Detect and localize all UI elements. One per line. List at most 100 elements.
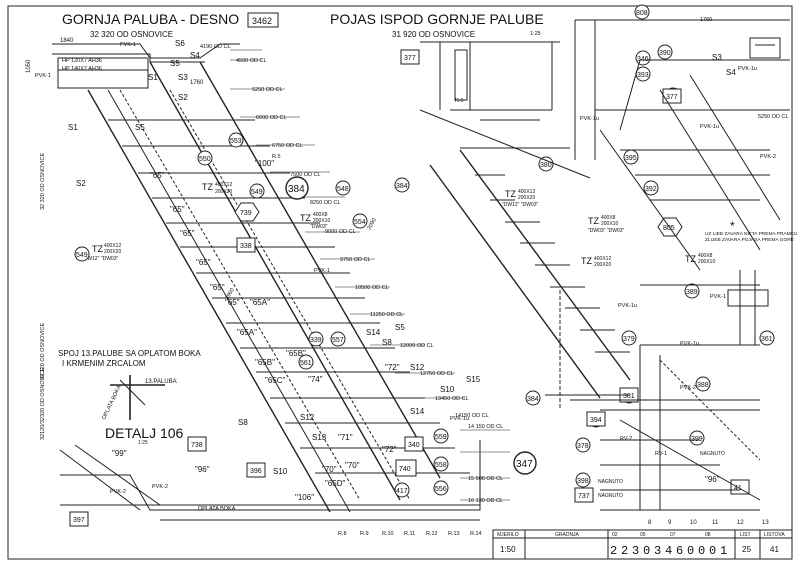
circle-tag: 383 [0, 0, 12, 2]
frame-label: "72" [385, 363, 400, 372]
svg-text:388: 388 [697, 382, 709, 389]
svg-text:200X10: 200X10 [601, 221, 618, 227]
section-mark: S1 [68, 123, 78, 132]
frame-label: "65D" [325, 479, 346, 488]
svg-text:553: 553 [230, 138, 242, 145]
svg-text:400X8: 400X8 [313, 212, 328, 218]
title-block [492, 529, 793, 560]
center-structure [419, 41, 631, 410]
svg-text:TZ: TZ [685, 254, 696, 264]
frame-label: "65" [196, 258, 211, 267]
svg-text:554: 554 [354, 219, 366, 226]
level-label: 7500 OD CL [290, 172, 321, 178]
vertical-label-1: 32 320 OD OSNOVICE [40, 153, 46, 210]
code-digits: 2 2 3 0 3 4 6 0 0 0 1 [610, 544, 727, 558]
frame-label: "96" [195, 465, 210, 474]
left-subtitle: 32 320 OD OSNOVICE [90, 30, 173, 39]
svg-text:200X20: 200X20 [104, 249, 121, 255]
naguto-label: NAGNUTO [598, 493, 623, 499]
frame-label: "99" [112, 449, 127, 458]
circle-tag: 380 [538, 156, 554, 172]
svg-text:417: 417 [396, 488, 408, 495]
circle-tag: 392 [643, 180, 659, 196]
hex-tag-805: 805 [657, 217, 683, 237]
boxed-tag: 738 [187, 436, 207, 452]
center-title: POJAS ISPOD GORNJE PALUBE [330, 11, 544, 27]
axis-number: 8 [648, 520, 652, 526]
code-header: 07 [670, 532, 676, 538]
circle-tag: 549 [74, 246, 90, 262]
detail-title: DETALJ 106 [105, 425, 184, 441]
center-subtitle: 31 920 OD OSNOVICE [392, 30, 475, 39]
level-labels: 4190 OD CL 4500 OD CL 5250 OD CL 6000 OD… [200, 44, 503, 504]
pvk-label: PVK-1u [450, 416, 469, 422]
pvk-label: PVK-1 [120, 42, 136, 48]
naguto-label: NAGNUTO [598, 479, 623, 485]
frame-label: "65" [170, 205, 185, 214]
frame-label: "65" [180, 229, 195, 238]
detail-paluba-label: 13.PALUBA [145, 379, 177, 385]
vertical-label-2: 32120/32320 OD OSNOVICE [40, 367, 46, 440]
svg-text:557: 557 [332, 337, 344, 344]
section-mark: S12 [300, 413, 315, 422]
frame-label: "74" [308, 375, 323, 384]
svg-text:390: 390 [659, 50, 671, 57]
svg-text:200X20: 200X20 [594, 262, 611, 268]
svg-text:377: 377 [404, 55, 416, 62]
section-mark: S13 [312, 433, 327, 442]
svg-text:"DW12" "DW03": "DW12" "DW03" [502, 202, 538, 208]
right-lower-structure [570, 344, 761, 511]
section-mark: S5 [395, 323, 405, 332]
svg-text:394: 394 [590, 417, 602, 424]
svg-text:400X8: 400X8 [698, 253, 713, 259]
naguto-labels: NAGNUTO NAGNUTO NAGNUTO [598, 451, 725, 499]
vertical-label-3: 32 120 OD OSNOVICE [40, 323, 46, 380]
code-digit: 0 [643, 544, 650, 558]
section-mark: S6 [175, 39, 185, 48]
svg-text:556: 556 [435, 486, 447, 493]
circle-tag: 550 [197, 150, 213, 166]
svg-text:808: 808 [636, 10, 648, 17]
level-label: 5250 OD CL [252, 87, 283, 93]
right-upper-structure [574, 19, 790, 345]
svg-text:361: 361 [761, 336, 773, 343]
right-level: 5250 OD CL [758, 114, 789, 120]
circle-tag: 395 [623, 149, 639, 165]
code-digit: 1 [720, 544, 727, 558]
svg-text:380: 380 [540, 162, 552, 169]
misc-label: R.6 [455, 98, 464, 104]
svg-text:549: 549 [251, 189, 263, 196]
circle-tag: 390 [657, 44, 673, 60]
pvk-label: PVK-1u [680, 341, 699, 347]
r-label: R.12 [426, 531, 438, 537]
circle-tag: 384 [525, 390, 541, 406]
r-label: R.10 [382, 531, 394, 537]
frame-label: "96" [705, 475, 720, 484]
pvk-label: RV-1 [655, 451, 667, 457]
circle-tag: 399 [689, 430, 705, 446]
gradnja-label: GRADNJA [555, 532, 580, 538]
section-mark: S4 [190, 51, 200, 60]
level-label: 14150 OD CL [455, 413, 489, 419]
r-labels: R.8 R.9 R.10 R.11 R.12 R.13 R.14 [338, 531, 482, 537]
level-label: 14 150 OD CL [468, 424, 503, 430]
detail-caption-1: SPOJ 13.PALUBE SA OPLATOM BOKA [58, 349, 201, 358]
pvk-label: PVK-1 [710, 294, 726, 300]
svg-text:549: 549 [76, 252, 88, 259]
code-header: LISTOVA [764, 532, 785, 538]
circle-tag: 398 [575, 472, 591, 488]
tz-labels: TZ 400X12 200X20 TZ 400X8 200X10 "DW03" … [82, 182, 715, 268]
tz-label: TZ 400X8 200X10 "DW03" "DW03" [588, 215, 624, 234]
section-mark: S4 [726, 68, 736, 77]
tz-label: TZ 400X12 200X20 "DW12" "DW03" [82, 243, 121, 262]
svg-text:558: 558 [435, 462, 447, 469]
r-label: R.8 [338, 531, 347, 537]
boxed-tag: 396 [246, 462, 266, 478]
section-mark: S10 [273, 467, 288, 476]
mjerilo-value: 1:50 [500, 545, 516, 554]
section-mark: S3 [712, 53, 722, 62]
svg-text:200X10: 200X10 [313, 218, 330, 224]
boxed-tag: 377 [662, 88, 682, 104]
boxed-tags: 377 338 397 738 396 340 740 377 737 41 3… [69, 49, 750, 527]
section-mark: S8 [382, 338, 392, 347]
